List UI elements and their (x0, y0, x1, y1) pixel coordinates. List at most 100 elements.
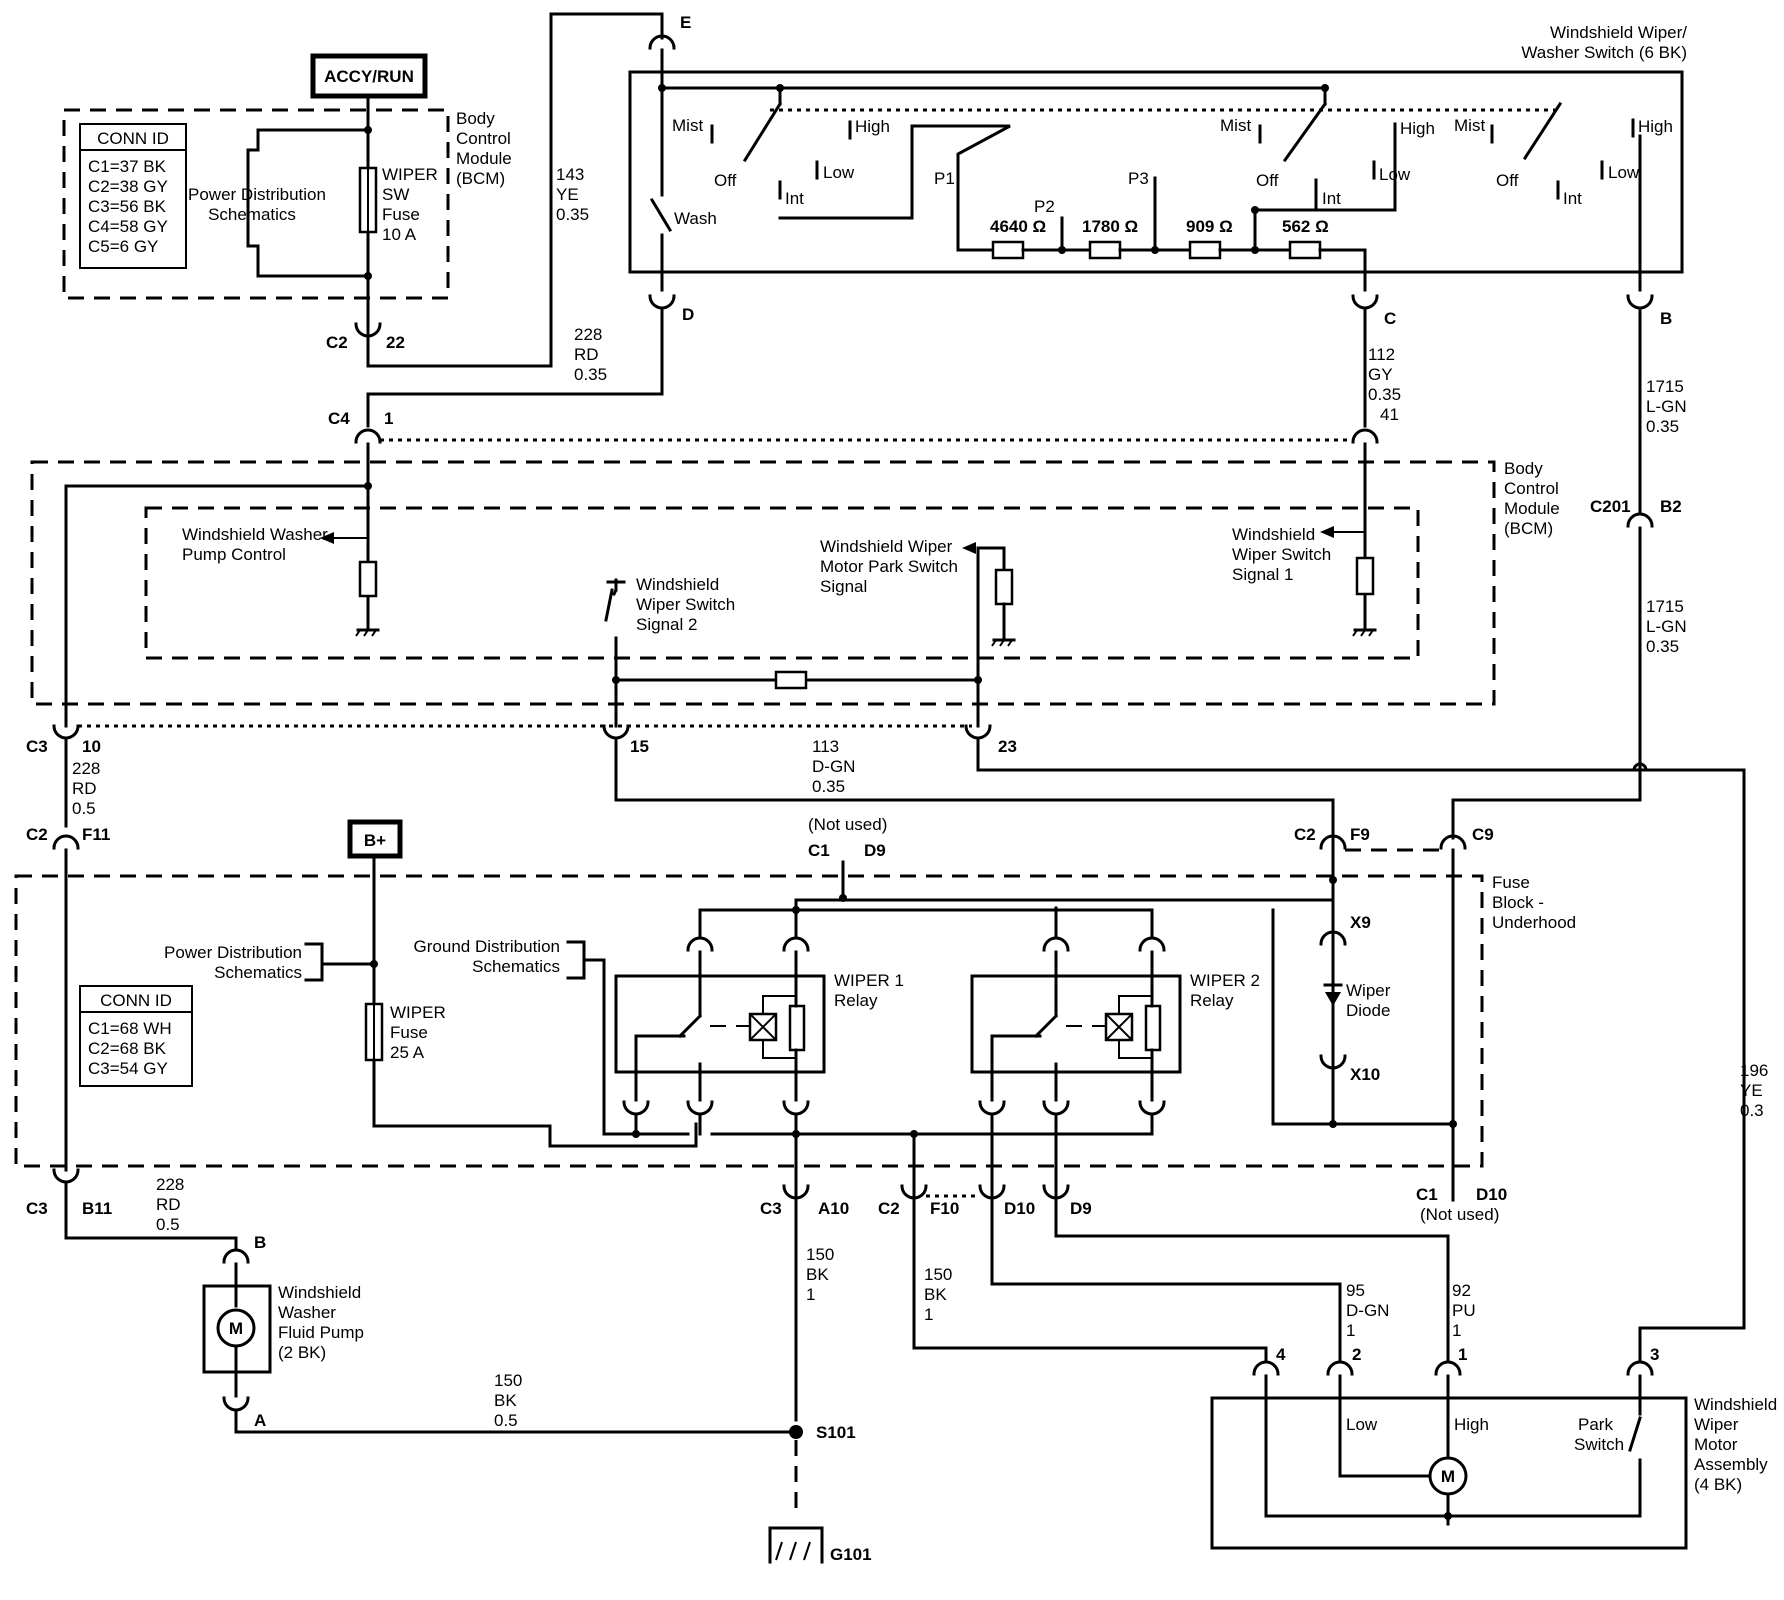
conn-id-top-5: C5=6 GY (88, 237, 158, 256)
w150c-1: 150 (494, 1371, 522, 1390)
diode-label-1: Wiper (1346, 981, 1391, 1000)
high2-label: High (1400, 119, 1435, 138)
fuse-top-4: 10 A (382, 225, 417, 244)
w113-1: 113 (812, 737, 839, 756)
b11-label: B11 (82, 1199, 112, 1218)
splice-label: S101 (816, 1423, 856, 1442)
conn-id-fb-1: C1=68 WH (88, 1019, 172, 1038)
park-switch-label-1: Park (1578, 1415, 1613, 1434)
relay1-label-2: Relay (834, 991, 878, 1010)
wiper-motor-m: M (1441, 1467, 1455, 1486)
c2-f11-label: C2 (26, 825, 48, 844)
motor-label-2: Wiper (1694, 1415, 1739, 1434)
not-used-bottom: (Not used) (1420, 1205, 1499, 1224)
c3-a10-label: C3 (760, 1199, 782, 1218)
w1715a-3: 0.35 (1646, 417, 1679, 436)
wiper-motor-assembly: 4 2 1 3 Windshield Wiper Motor Assembly … (1210, 1345, 1777, 1550)
low3-label: Low (1608, 163, 1640, 182)
conn-id-fb-3: C3=54 GY (88, 1059, 168, 1078)
conn-id-top-4: C4=58 GY (88, 217, 168, 236)
motor-low-label: Low (1346, 1415, 1378, 1434)
ground-dist-2: Schematics (472, 957, 560, 976)
c4-pin-label: 1 (384, 409, 393, 428)
d9b-label: D9 (1070, 1199, 1092, 1218)
relay2-label-2: Relay (1190, 991, 1234, 1010)
fuse-fb-1: WIPER (390, 1003, 446, 1022)
bcm-main-title-3: Module (1504, 499, 1560, 518)
w112-1: 112 (1368, 345, 1395, 364)
switch-sig2-2: Wiper Switch (636, 595, 735, 614)
w143-3: 0.35 (556, 205, 589, 224)
w150c-3: 0.5 (494, 1411, 518, 1430)
switch-sig2-1: Windshield (636, 575, 719, 594)
off3-label: Off (1496, 171, 1519, 190)
w228c-1: 228 (156, 1175, 184, 1194)
motor-label-4: Assembly (1694, 1455, 1768, 1474)
x10-label: X10 (1350, 1065, 1380, 1084)
motor-label-3: Motor (1694, 1435, 1738, 1454)
f9-label: F9 (1350, 825, 1370, 844)
wiper2-relay (970, 974, 1182, 1074)
high1-label: High (855, 117, 890, 136)
pin-e-label: E (680, 13, 691, 32)
park-switch-1: Windshield Wiper (820, 537, 953, 556)
w228c-2: RD (156, 1195, 181, 1214)
park-switch-2: Motor Park Switch (820, 557, 958, 576)
x9-label: X9 (1350, 913, 1371, 932)
switch-sig1-resistor (1355, 556, 1375, 596)
r4-label: 562 Ω (1282, 217, 1329, 236)
wiper-washer-switch: Windshield Wiper/ Washer Switch (6 BK) E… (549, 12, 1687, 368)
conn-id-box-fb (79, 985, 193, 1087)
d10-label: D10 (1004, 1199, 1035, 1218)
lower-wire-labels: 228 RD 0.5 150 BK 1 150 BK 1 95 D-GN 1 9… (156, 1175, 1476, 1430)
pump-label-4: (2 BK) (278, 1343, 326, 1362)
splice-ground: S101 G101 (768, 1423, 872, 1564)
wiper1-relay (614, 974, 826, 1074)
w228a-3: 0.35 (574, 365, 607, 384)
int3-label: Int (1563, 189, 1582, 208)
bcm-top-title-2: Control (456, 129, 511, 148)
f10-label: F10 (930, 1199, 959, 1218)
fuse-top-1: WIPER (382, 165, 438, 184)
c3-pin10-label: 10 (82, 737, 101, 756)
mist2-label: Mist (1220, 116, 1251, 135)
r1-label: 4640 Ω (990, 217, 1046, 236)
motor-high-label: High (1454, 1415, 1489, 1434)
resistor-1780 (1088, 240, 1122, 260)
pin23-label: 23 (998, 737, 1017, 756)
w1715b-3: 0.35 (1646, 637, 1679, 656)
w150b-2: BK (924, 1285, 947, 1304)
w92-1: 92 (1452, 1281, 1471, 1300)
motor-pin4: 4 (1276, 1345, 1286, 1364)
b-plus-label: B+ (364, 831, 386, 850)
conn-id-box-top (79, 123, 187, 269)
bcm-top-title-1: Body (456, 109, 495, 128)
w1715b-1: 1715 (1646, 597, 1684, 616)
c201-label: C201 (1590, 497, 1631, 516)
pump-motor-m: M (229, 1319, 243, 1338)
fuse-block-title-1: Fuse (1492, 873, 1530, 892)
mist1-label: Mist (672, 116, 703, 135)
ground-label: G101 (830, 1545, 872, 1564)
not-used-top: (Not used) (808, 815, 887, 834)
relay1-label-1: WIPER 1 (834, 971, 904, 990)
motor-pin3: 3 (1650, 1345, 1659, 1364)
park-switch-label-2: Switch (1574, 1435, 1624, 1454)
mist3-label: Mist (1454, 116, 1485, 135)
accy-run-label: ACCY/RUN (324, 67, 414, 86)
pin-c-label: C (1384, 309, 1396, 328)
high3-label: High (1638, 117, 1673, 136)
resistor-909 (1188, 240, 1222, 260)
c2-top-label: C2 (326, 333, 348, 352)
w150a-3: 1 (806, 1285, 815, 1304)
w95-3: 1 (1346, 1321, 1355, 1340)
switch-title-1: Windshield Wiper/ (1550, 23, 1687, 42)
motor-pin1: 1 (1458, 1345, 1467, 1364)
w196-3: 0.3 (1740, 1101, 1764, 1120)
f11-label: F11 (82, 825, 110, 844)
w143-2: YE (556, 185, 579, 204)
p3-label: P3 (1128, 169, 1149, 188)
w95-1: 95 (1346, 1281, 1365, 1300)
w113-2: D-GN (812, 757, 855, 776)
